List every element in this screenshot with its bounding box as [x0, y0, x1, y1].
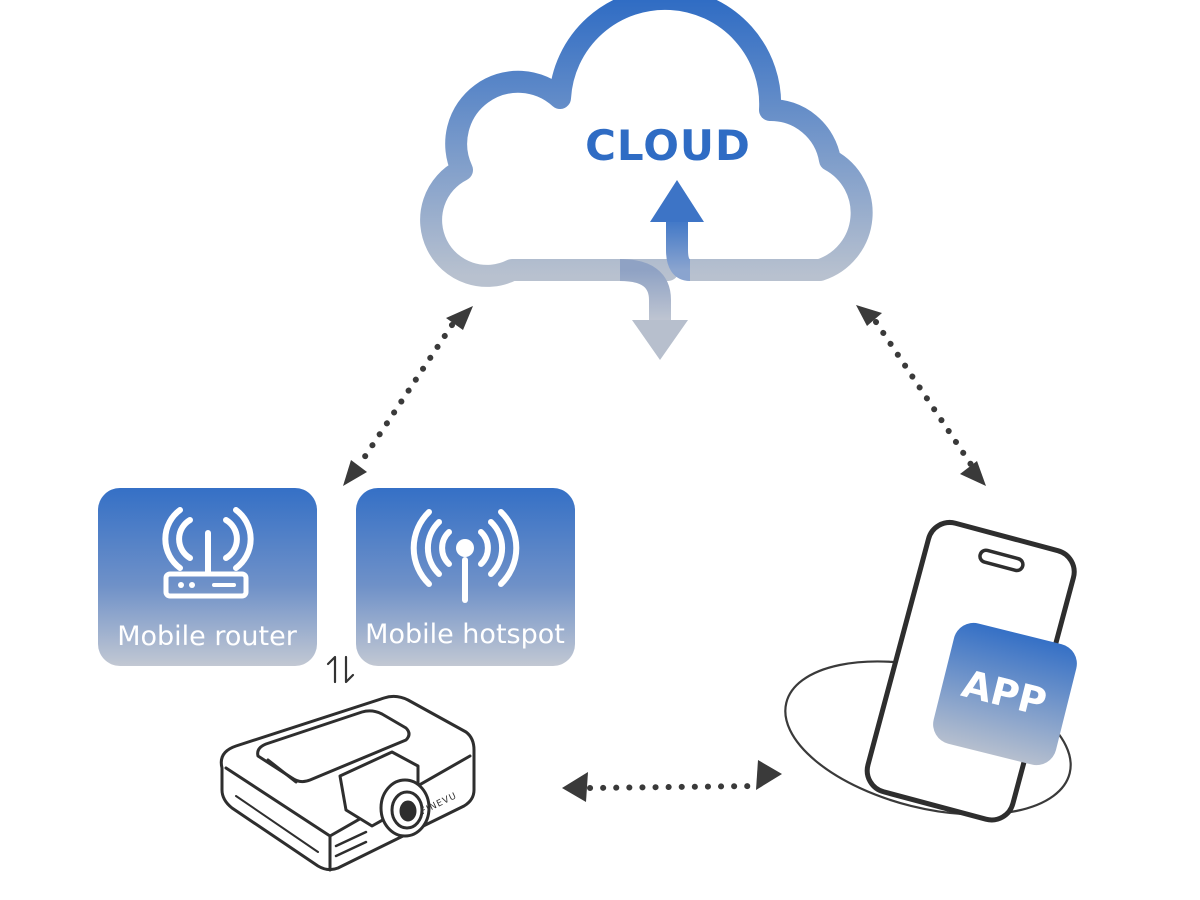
cloud-node: CLOUD [420, 0, 873, 360]
download-arrow [619, 259, 688, 360]
link-dashcam-router [326, 655, 355, 684]
dashcam-device: FINEVU [219, 694, 476, 872]
mobile-router-tile: Mobile router [98, 488, 317, 666]
arrowhead-icon [562, 772, 588, 802]
app-badge[interactable]: APP [929, 619, 1081, 770]
arrowhead-icon [446, 306, 473, 330]
mobile-hotspot-label: Mobile hotspot [365, 619, 565, 650]
mobile-hotspot-tile: Mobile hotspot [356, 488, 575, 666]
link-cloud-router [343, 306, 473, 486]
app-node: APP [784, 519, 1081, 823]
arrowhead-icon [343, 460, 367, 486]
dashcam-icon [219, 694, 476, 872]
link-dashcam-app [562, 760, 782, 802]
link-cloud-app [856, 305, 986, 486]
router-icon [162, 507, 254, 599]
arrowhead-icon [756, 760, 782, 790]
mobile-router-label: Mobile router [117, 621, 297, 652]
upload-arrow [650, 180, 704, 281]
arrowhead-icon [960, 461, 986, 486]
arrowhead-icon [856, 305, 882, 326]
cloud-label: CLOUD [585, 121, 751, 170]
antenna-icon [410, 509, 520, 603]
cloud-icon [420, 0, 873, 287]
